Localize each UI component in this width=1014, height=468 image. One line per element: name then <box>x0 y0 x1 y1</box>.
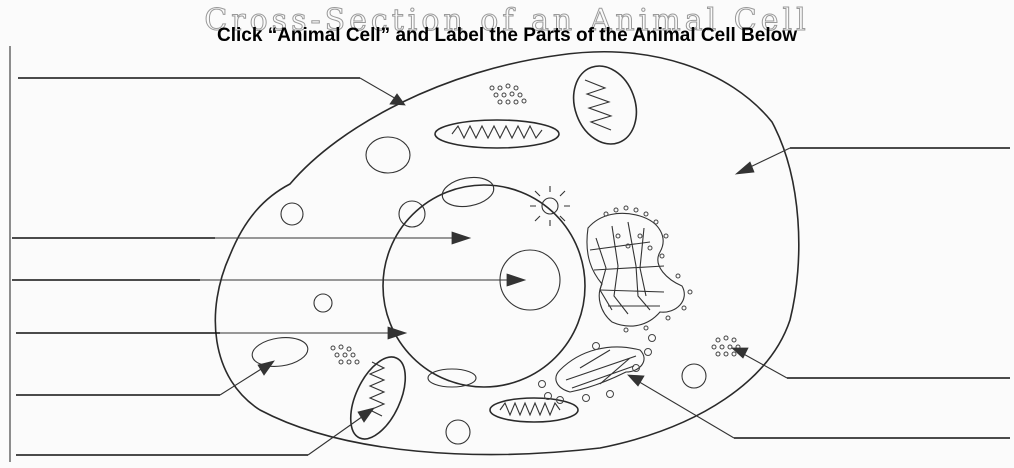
vesicle-lower-center <box>428 369 476 387</box>
ribosomes-left <box>331 345 359 364</box>
ribosomes-right <box>712 336 740 356</box>
label-blank-left-4[interactable] <box>16 313 220 333</box>
pointer-arrow-6 <box>308 408 374 455</box>
pointer-arrow-1 <box>360 78 405 105</box>
label-blank-left-3[interactable] <box>12 260 200 280</box>
label-blank-right-3[interactable] <box>734 418 1010 438</box>
vesicle-tiny <box>314 294 332 312</box>
mitochondrion-top-center <box>435 120 559 148</box>
pointer-arrow-8 <box>732 348 787 378</box>
label-blank-right-1[interactable] <box>790 128 1010 148</box>
label-blank-left-2[interactable] <box>12 218 215 238</box>
pointer-arrow-9 <box>628 375 734 438</box>
pointer-arrow-7 <box>736 148 790 174</box>
vacuole-large <box>366 137 410 173</box>
mitochondrion-bottom-center <box>490 398 578 422</box>
cell-membrane <box>215 52 798 455</box>
pointer-arrow-2 <box>215 232 470 244</box>
label-blank-left-1[interactable] <box>18 58 360 78</box>
golgi-apparatus <box>539 335 656 404</box>
pointer-arrow-3 <box>200 274 525 286</box>
nucleus <box>383 185 585 387</box>
vesicle-lower-right <box>682 364 706 388</box>
label-blank-right-2[interactable] <box>787 358 1010 378</box>
label-blank-left-5[interactable] <box>16 375 220 395</box>
ribosomes-top <box>490 84 526 104</box>
rough-endoplasmic-reticulum <box>587 206 692 332</box>
mitochondrion-bottom-left <box>339 349 416 447</box>
pointer-arrow-5 <box>220 361 274 395</box>
mitochondrion-top-right <box>563 57 647 153</box>
vesicle-bottom <box>446 420 470 444</box>
centriole <box>530 186 570 226</box>
pointer-arrow-4 <box>220 327 406 339</box>
vesicle-small-left <box>281 203 303 225</box>
vesicle-small-center <box>399 201 425 227</box>
label-blank-left-6[interactable] <box>16 435 308 455</box>
